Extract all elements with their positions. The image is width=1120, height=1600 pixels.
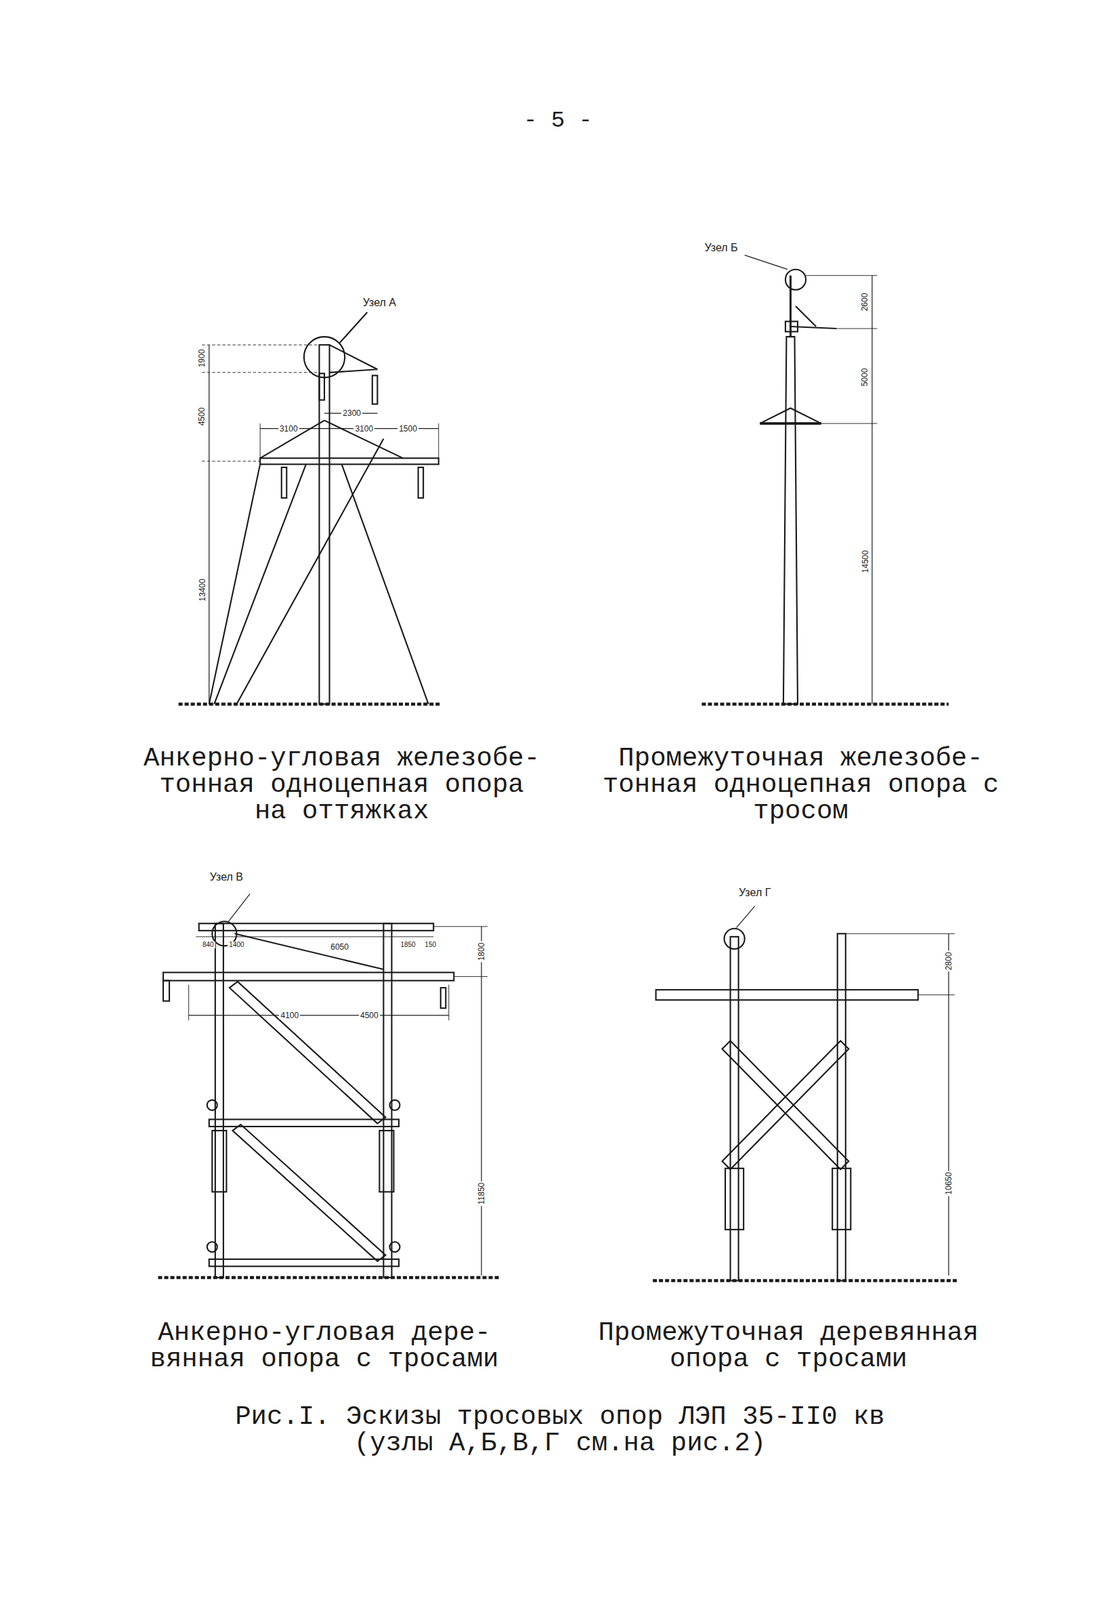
node-callout: Узел Г xyxy=(737,887,772,898)
dimension: 3100 xyxy=(278,424,300,433)
dimension: 1850 xyxy=(398,941,417,949)
dimension: 6050 xyxy=(329,942,351,951)
sketch-caption: Анкерно-угловая дере- вянная опора с тро… xyxy=(119,1319,529,1373)
sketch-caption: Анкерно-угловая железобе- тонная одноцеп… xyxy=(137,745,547,825)
dimension: 150 xyxy=(423,941,438,949)
dimension: 4100 xyxy=(278,1010,300,1020)
dimension: 4500 xyxy=(197,405,206,427)
sketch-caption: Промежуточная железобе- тонная одноцепна… xyxy=(596,745,1006,825)
concrete-anchor-tower xyxy=(178,312,441,704)
node-callout: Узел А xyxy=(361,297,398,309)
dimension: 14500 xyxy=(860,548,869,574)
dimension: 3100 xyxy=(353,424,375,433)
wooden-intermediate-tower xyxy=(652,906,959,1281)
sketch-caption: Промежуточная деревянная опора с тросами xyxy=(583,1319,993,1373)
node-callout: Узел Б xyxy=(702,242,739,254)
node-callout: Узел В xyxy=(208,871,245,883)
dimension: 2300 xyxy=(341,408,363,418)
dimension: 1400 xyxy=(227,941,246,949)
dimension: 2800 xyxy=(944,950,953,972)
dimension: 1900 xyxy=(197,347,206,369)
dimension: 11850 xyxy=(477,1180,486,1206)
dimension: 2600 xyxy=(860,291,869,313)
wooden-anchor-tower xyxy=(157,893,500,1278)
dimension: 4500 xyxy=(358,1010,380,1020)
figure-caption: Рис.I. Эскизы тросовых опор ЛЭП 35-II0 к… xyxy=(213,1403,907,1457)
concrete-intermediate-tower xyxy=(701,255,949,705)
page-number: - 5 - xyxy=(522,109,594,133)
dimension: 1800 xyxy=(477,941,486,963)
dimension: 840 xyxy=(201,941,216,949)
dimension: 10650 xyxy=(944,1170,953,1196)
dimension: 5000 xyxy=(860,367,869,389)
dimension: 1500 xyxy=(397,424,419,433)
dimension: 13400 xyxy=(197,576,206,602)
